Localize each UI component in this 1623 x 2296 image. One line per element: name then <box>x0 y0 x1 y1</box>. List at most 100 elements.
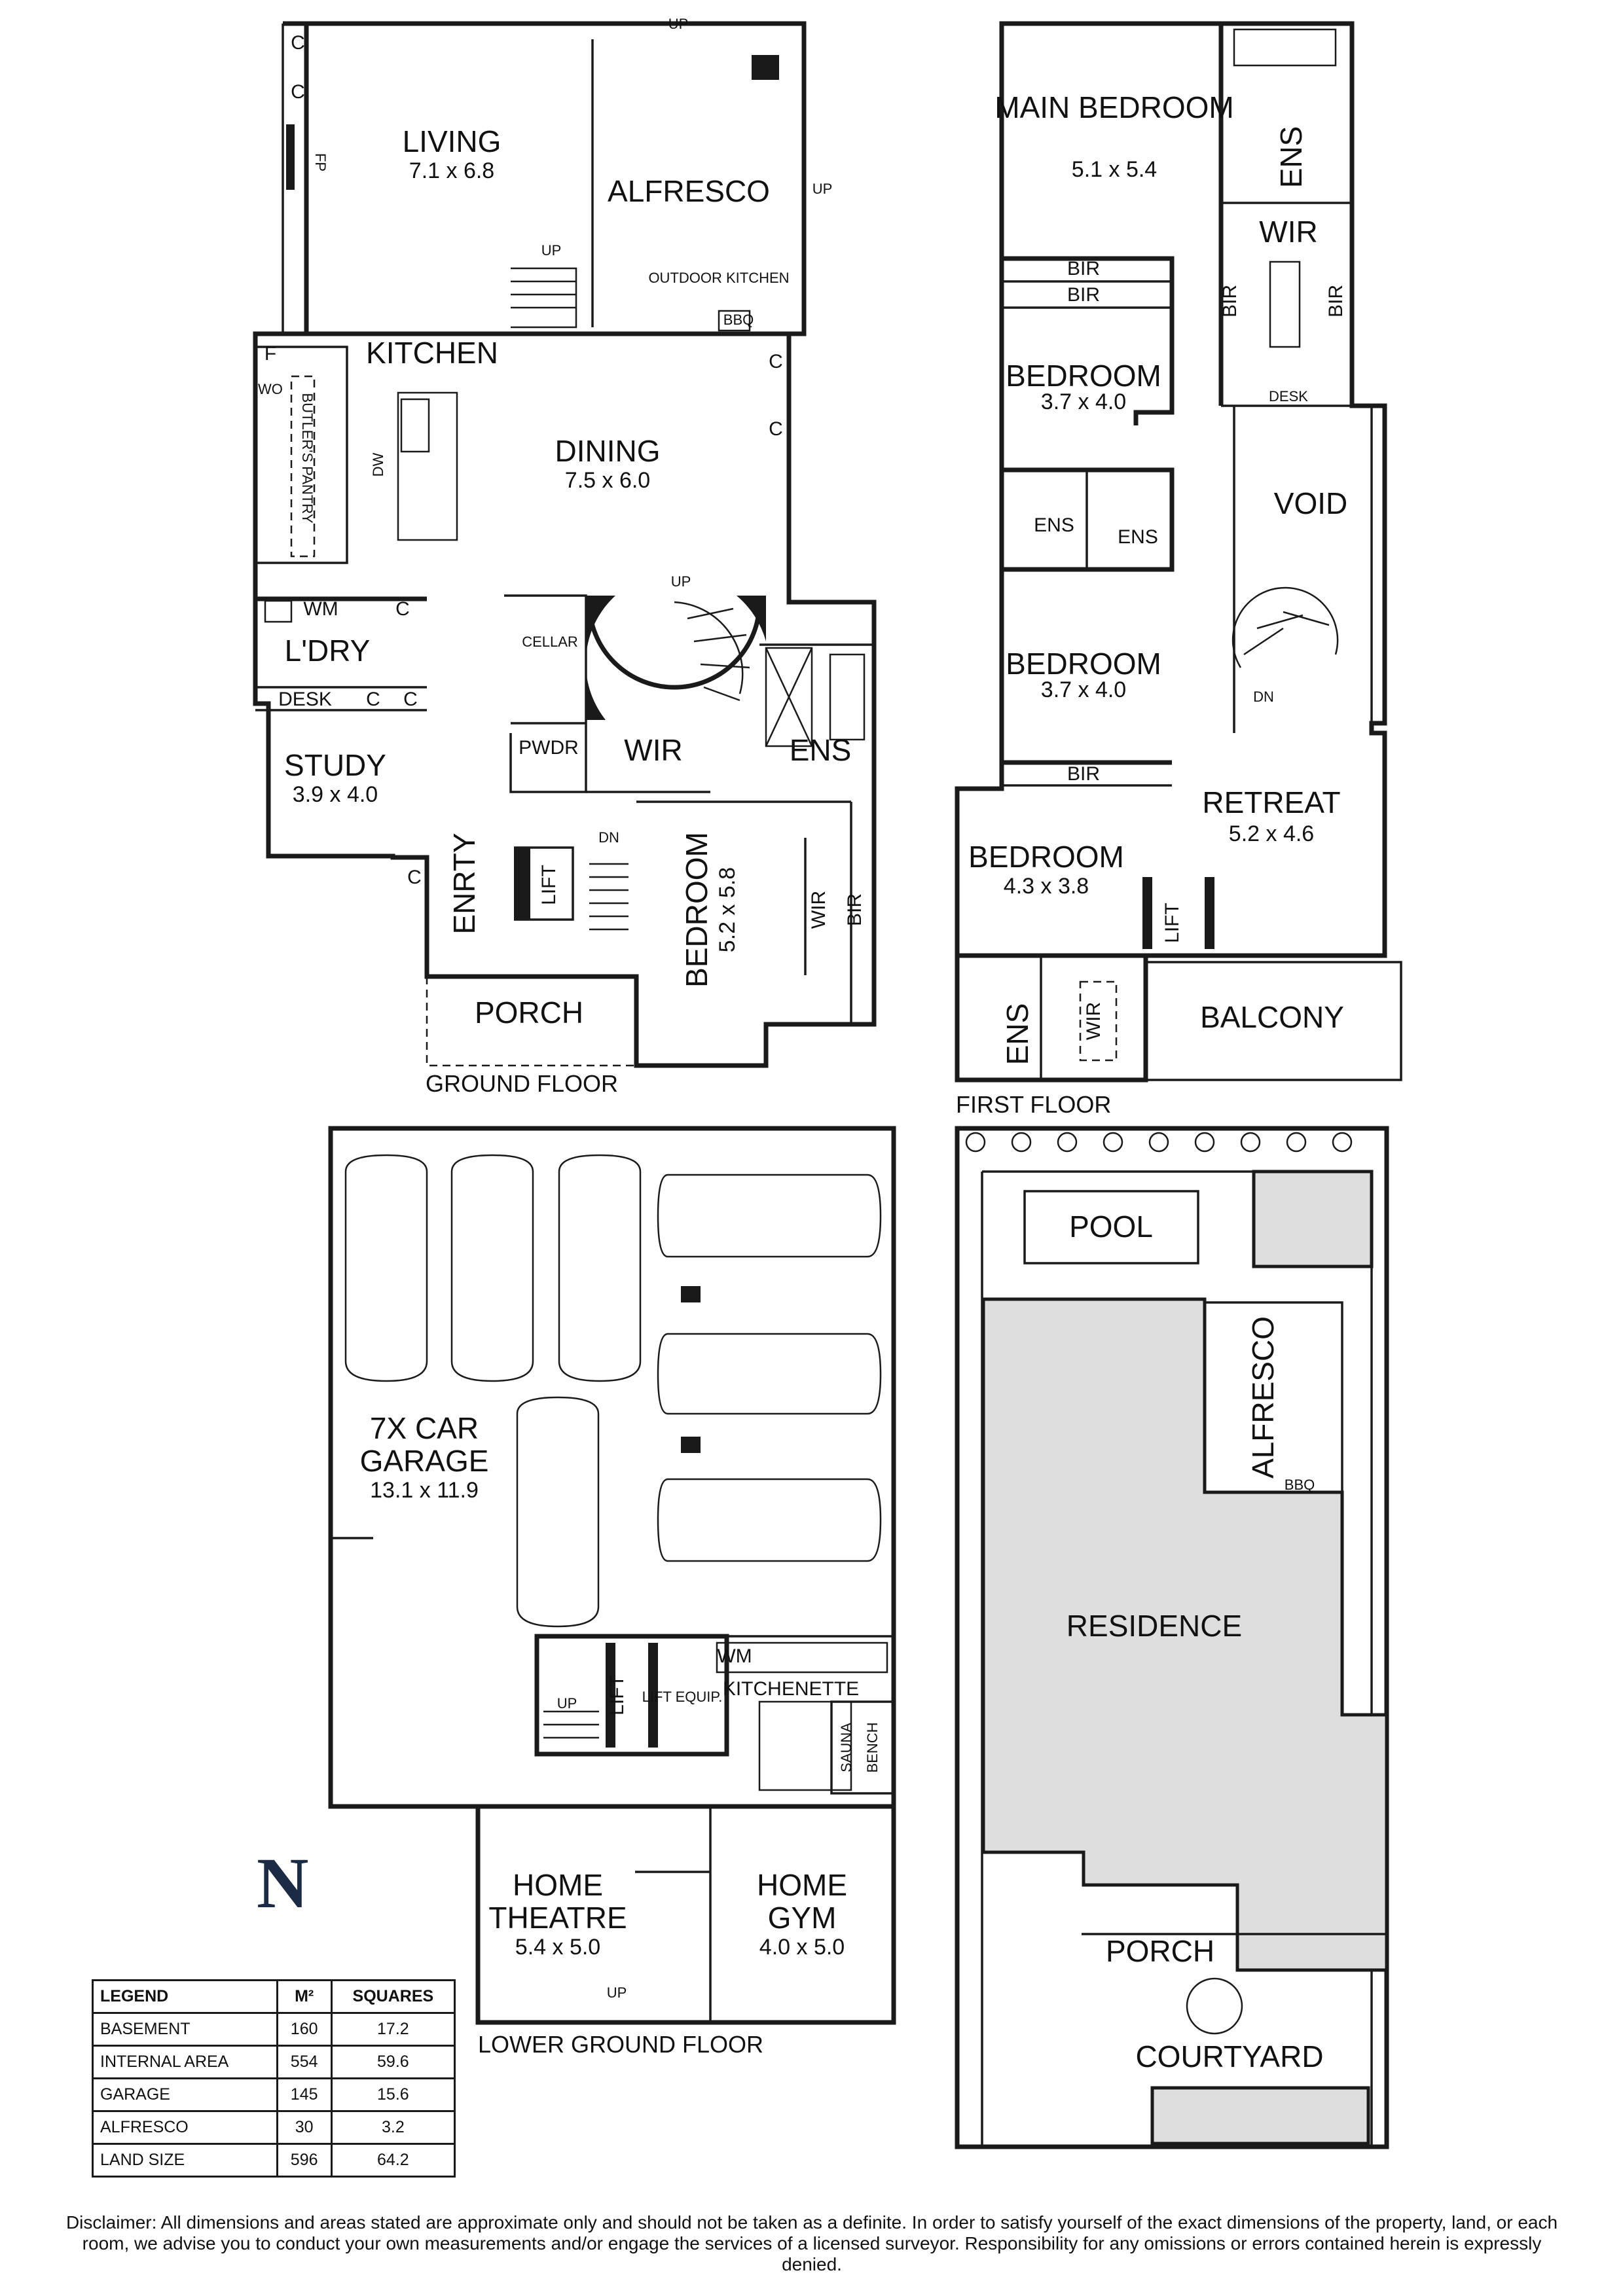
legend-cell: 59.6 <box>330 2045 456 2079</box>
ground-floor-plan <box>253 21 877 1068</box>
entry-label: ENRTY <box>447 833 481 934</box>
site-porch-label: PORCH <box>1106 1934 1214 1968</box>
wir-bir-left-label: BIR <box>1219 285 1241 317</box>
main-bedroom-label: MAIN BEDROOM <box>994 90 1233 124</box>
courtyard-label: COURTYARD <box>1135 2039 1323 2073</box>
lower-up-mark-1: UP <box>557 1695 577 1712</box>
ground-up-mark-3: UP <box>541 242 562 259</box>
bedroom3-label: BEDROOM <box>968 840 1124 874</box>
first-bir-label-2: BIR <box>1067 284 1100 306</box>
bench-label: BENCH <box>864 1722 881 1772</box>
legend-cell: 64.2 <box>330 2143 456 2178</box>
retreat-dim: 5.2 x 4.6 <box>1229 821 1314 846</box>
legend-cell: 15.6 <box>330 2077 456 2112</box>
legend-row: GARAGE 145 15.6 <box>92 2077 456 2112</box>
disclaimer-text: Disclaimer: All dimensions and areas sta… <box>65 2212 1558 2274</box>
study-dim: 3.9 x 4.0 <box>293 782 378 807</box>
fp-label: FP <box>312 153 329 171</box>
dining-label: DINING <box>555 434 661 468</box>
ground-dn-mark: DN <box>598 829 619 846</box>
garage-cars <box>344 1154 882 1628</box>
void-label: VOID <box>1274 486 1347 520</box>
ground-c-mark-1: C <box>291 32 305 54</box>
first-bir-label-3: BIR <box>1067 763 1100 785</box>
living-label: LIVING <box>403 124 501 158</box>
bedroom2-label: BEDROOM <box>1006 647 1161 681</box>
first-bir-label-1: BIR <box>1067 258 1100 279</box>
first-ens-label-1: ENS <box>1034 514 1074 536</box>
theatre-label-2: THEATRE <box>488 1901 627 1935</box>
ground-c-mark-4: C <box>769 418 783 440</box>
ground-c-mark-5: C <box>395 598 410 620</box>
wir-label: WIR <box>624 733 682 767</box>
site-alfresco-label: ALFRESCO <box>1246 1316 1280 1479</box>
ground-up-mark-2: UP <box>812 181 833 197</box>
dw-label: DW <box>370 452 386 476</box>
alfresco-label: ALFRESCO <box>608 174 770 208</box>
laundry-label: L'DRY <box>285 634 371 668</box>
garage-dim: 13.1 x 11.9 <box>370 1478 479 1503</box>
bedroom3-dim: 4.3 x 3.8 <box>1004 874 1089 899</box>
ground-up-mark-4: UP <box>671 573 691 590</box>
legend-cell: 30 <box>276 2110 333 2145</box>
gym-dim: 4.0 x 5.0 <box>759 1935 845 1960</box>
ground-c-mark-8: C <box>407 867 422 888</box>
bedroom-label: BEDROOM <box>680 832 714 988</box>
first-desk-label: DESK <box>1269 388 1308 404</box>
north-arrow: N <box>257 1843 309 1923</box>
site-bbq-label: BBQ <box>1285 1477 1315 1493</box>
garage-label-1: 7X CAR <box>370 1411 479 1445</box>
legend-header-cell: SQUARES <box>330 1979 456 2014</box>
lift-label: LIFT <box>538 865 560 905</box>
balcony-label: BALCONY <box>1200 1000 1344 1034</box>
dining-dim: 7.5 x 6.0 <box>565 468 650 493</box>
theatre-label-1: HOME <box>513 1868 603 1902</box>
first-lift-label: LIFT <box>1161 903 1183 943</box>
bedroom-dim: 5.2 x 5.8 <box>715 867 740 952</box>
residence-label: RESIDENCE <box>1067 1609 1242 1643</box>
lower-lift-label: LIFT <box>606 1675 628 1715</box>
wir-bir-right-label: BIR <box>1325 285 1347 317</box>
legend-cell: 145 <box>276 2077 333 2112</box>
lower-up-mark-2: UP <box>607 1984 627 2001</box>
first-dn-mark: DN <box>1253 689 1274 705</box>
lower-wm-label: WM <box>717 1645 752 1667</box>
legend-cell: 17.2 <box>330 2012 456 2047</box>
living-dim: 7.1 x 6.8 <box>409 158 494 183</box>
study-label: STUDY <box>284 748 386 782</box>
ground-c-mark-3: C <box>769 351 783 372</box>
first-wir-label: WIR <box>1083 1002 1104 1040</box>
kitchenette-label: KITCHENETTE <box>723 1678 859 1700</box>
main-wir-label: WIR <box>1259 215 1317 249</box>
theatre-dim: 5.4 x 5.0 <box>515 1935 600 1960</box>
ground-floor-title: GROUND FLOOR <box>426 1070 618 1097</box>
porch-label: PORCH <box>475 996 583 1030</box>
first-ens-label-2: ENS <box>1118 526 1158 548</box>
bedroom2-dim: 3.7 x 4.0 <box>1041 677 1126 702</box>
legend-cell: INTERNAL AREA <box>92 2045 278 2079</box>
legend-table: LEGEND M² SQUARES BASEMENT 160 17.2 INTE… <box>92 1979 456 2178</box>
site-plan <box>955 1126 1389 2149</box>
legend-row: INTERNAL AREA 554 59.6 <box>92 2045 456 2079</box>
legend-row: LAND SIZE 596 64.2 <box>92 2143 456 2178</box>
legend-header: LEGEND M² SQUARES <box>92 1979 456 2014</box>
legend-cell: 160 <box>276 2012 333 2047</box>
lower-ground-floor-title: LOWER GROUND FLOOR <box>478 2031 763 2058</box>
butlers-pantry-label: BUTLER'S PANTRY <box>299 393 316 524</box>
ground-up-mark-1: UP <box>668 16 689 32</box>
bedroom-wir-label: WIR <box>808 891 830 929</box>
legend-cell: BASEMENT <box>92 2012 278 2047</box>
bbq-label: BBQ <box>723 312 754 328</box>
pool-label: POOL <box>1069 1210 1153 1244</box>
legend-header-cell: M² <box>276 1979 333 2014</box>
pwdr-label: PWDR <box>519 737 579 759</box>
legend-cell: LAND SIZE <box>92 2143 278 2178</box>
bedroom1-dim: 3.7 x 4.0 <box>1041 389 1126 414</box>
legend-cell: 3.2 <box>330 2110 456 2145</box>
ground-c-mark-6: C <box>366 689 380 710</box>
outdoor-kitchen-label: OUTDOOR KITCHEN <box>648 270 789 286</box>
ens-label: ENS <box>790 733 852 767</box>
lower-ground-floor-plan <box>328 1126 896 2025</box>
first-floor-title: FIRST FLOOR <box>956 1091 1111 1118</box>
